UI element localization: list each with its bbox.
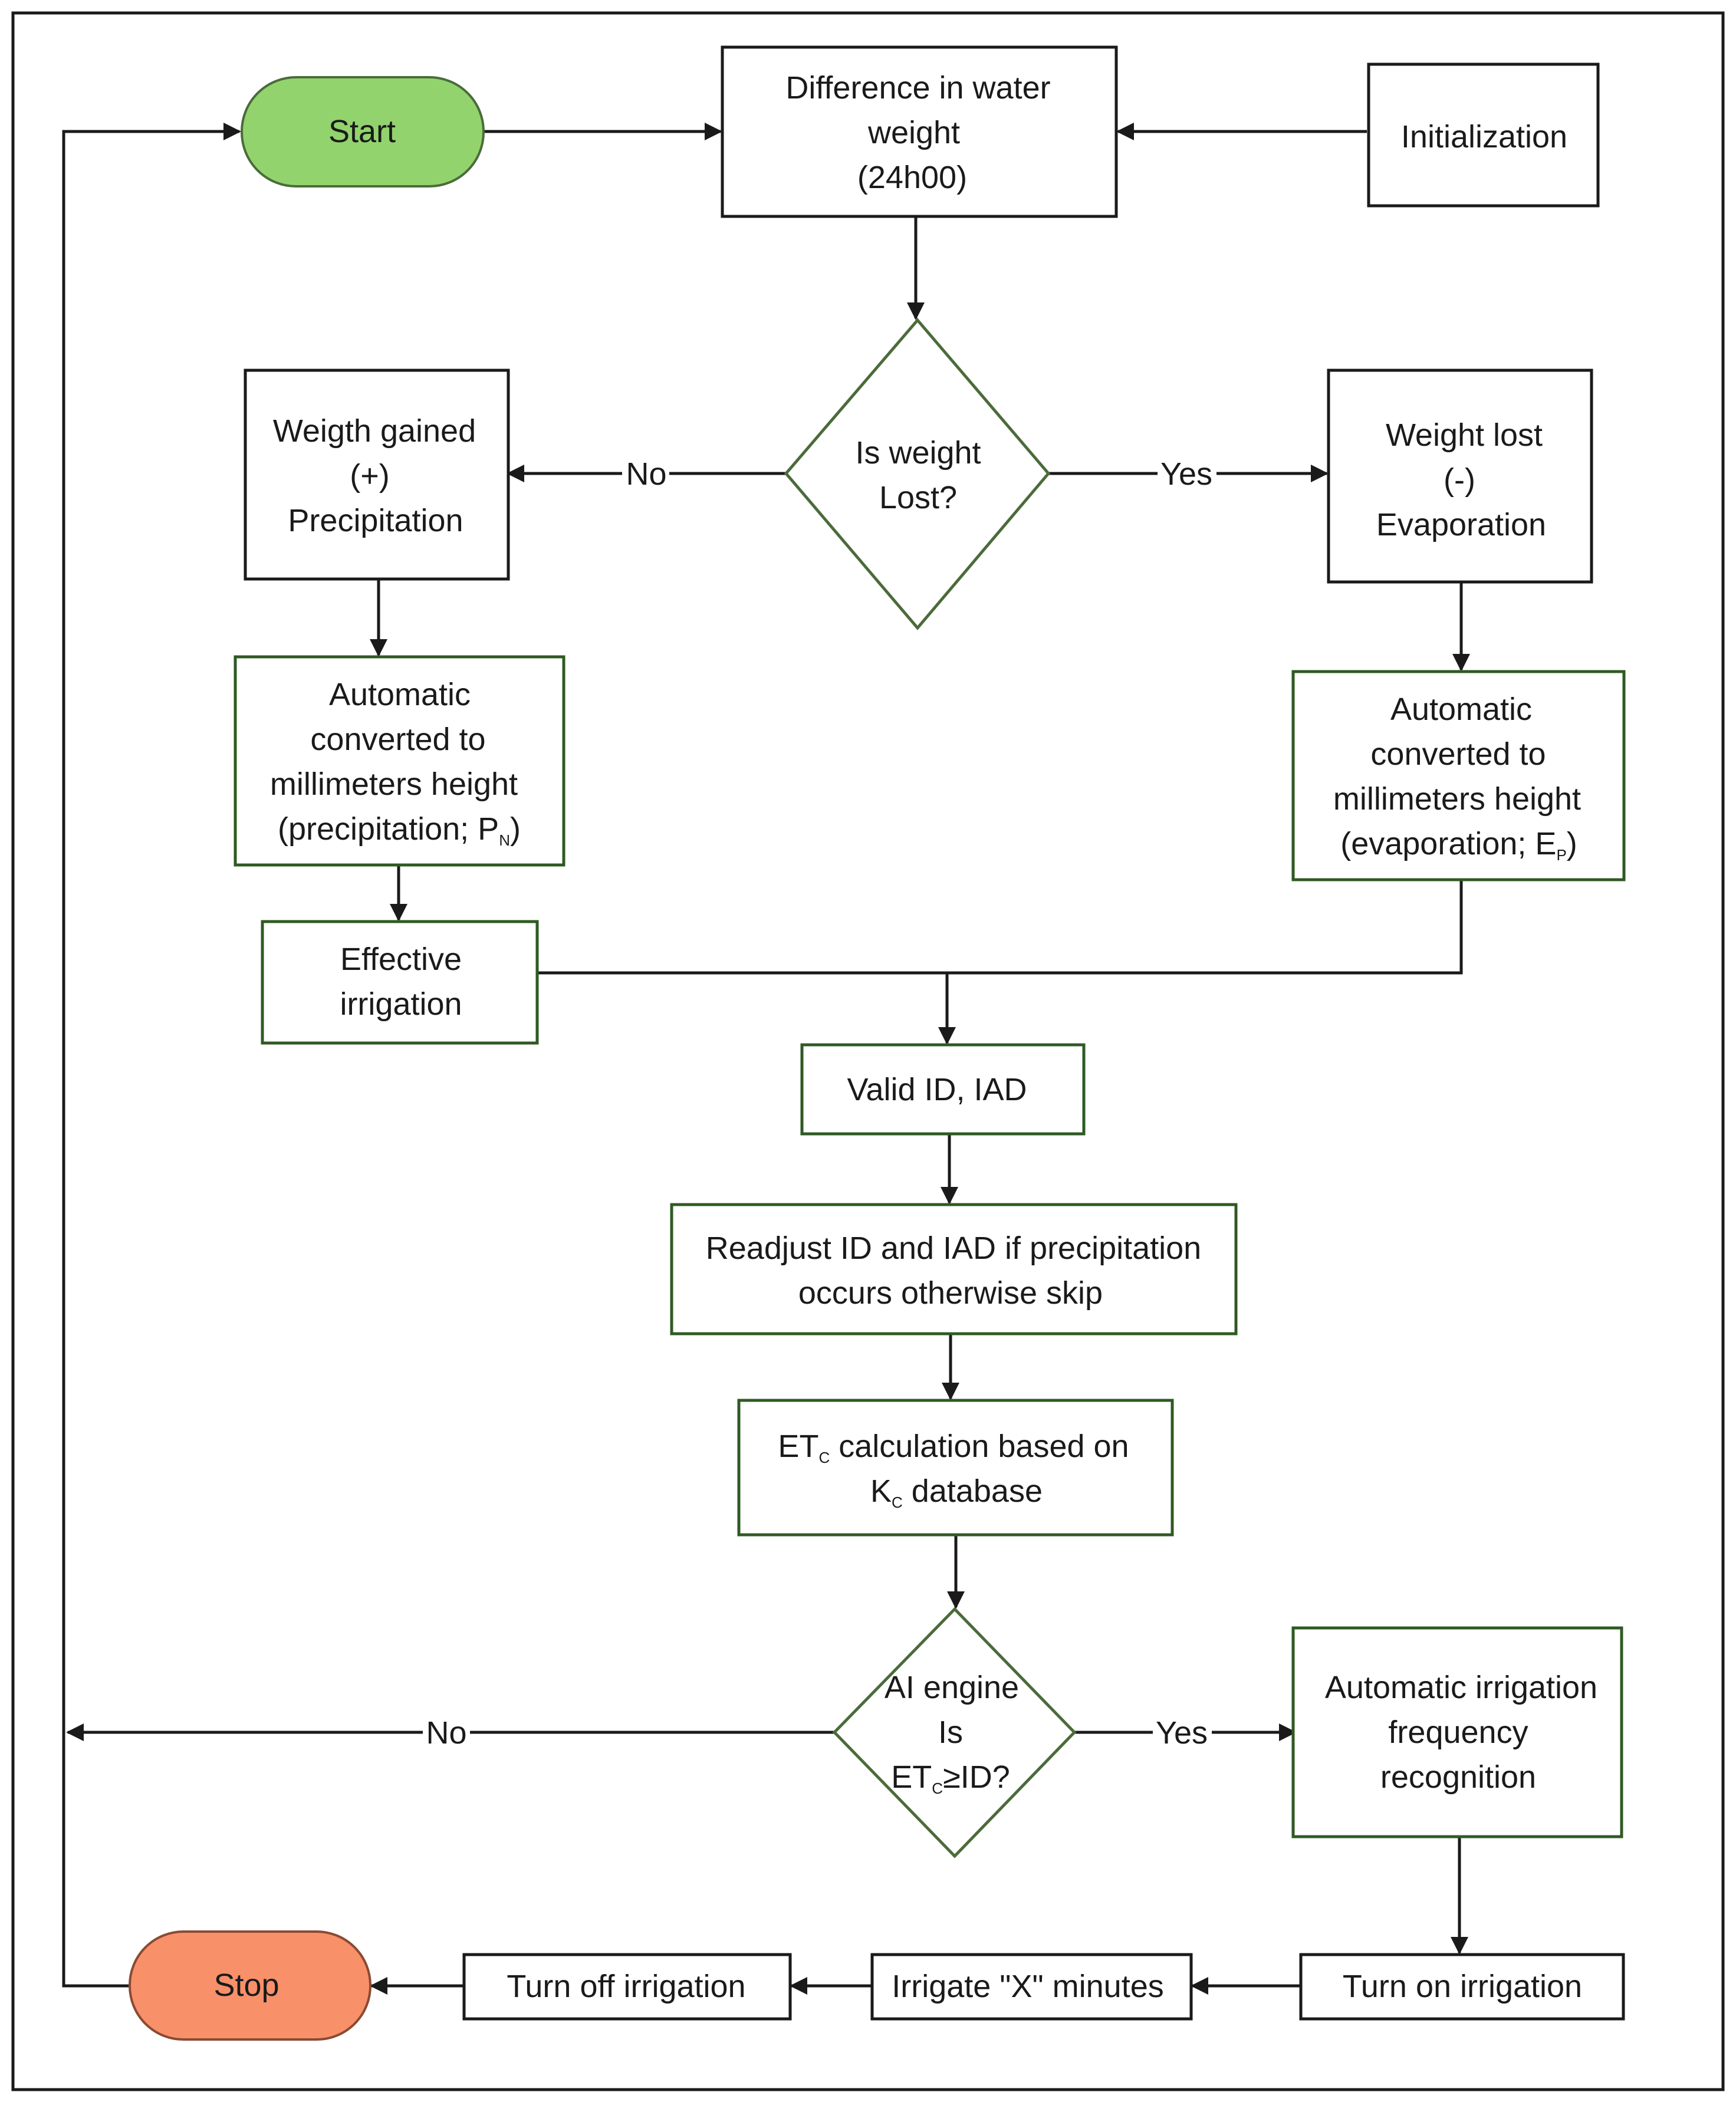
- weight-lost-box: Weight lost (-) Evaporation: [1327, 369, 1593, 584]
- edge-label-no-top: No: [626, 456, 666, 492]
- turn-on-irrigation-box: Turn on irrigation: [1299, 1953, 1625, 2021]
- turn-off-label: Turn off irrigation: [507, 1969, 745, 2004]
- initialization-box: Initialization: [1367, 62, 1600, 208]
- difference-in-water-weight-box: Difference in water weight (24h00): [721, 45, 1118, 218]
- start-label: Start: [328, 114, 396, 149]
- turn-on-label: Turn on irrigation: [1343, 1969, 1582, 2004]
- is-weight-lost-diamond: Is weight Lost?: [784, 318, 1051, 630]
- valid-id-iad-label: Valid ID, IAD: [847, 1072, 1027, 1107]
- effective-irrigation-line-2: irrigation: [340, 986, 462, 1022]
- difference-line-3: (24h00): [857, 160, 967, 195]
- auto-convert-precip-line-4: (precipitation; PN): [278, 811, 521, 849]
- edge-label-yes-top: Yes: [1160, 456, 1212, 492]
- auto-convert-precipitation-box: Automatic converted to millimeters heigh…: [234, 655, 565, 867]
- readjust-line-1: Readjust ID and IAD if precipitation: [706, 1231, 1201, 1266]
- ai-engine-line-3: ETC≥ID?: [891, 1759, 1010, 1797]
- weight-lost-line-3: Evaporation: [1376, 507, 1546, 542]
- readjust-line-2: occurs otherwise skip: [798, 1275, 1103, 1311]
- initialization-label: Initialization: [1401, 119, 1567, 154]
- weight-gained-line-2: (+): [350, 458, 390, 494]
- auto-convert-evap-line-2: converted to: [1370, 736, 1546, 772]
- auto-convert-precip-line-2: converted to: [310, 722, 485, 757]
- weight-gained-line-1: Weigth gained: [273, 413, 476, 449]
- auto-convert-evap-line-4: (evaporation; EP): [1340, 826, 1577, 864]
- stop-label: Stop: [213, 1968, 279, 2003]
- edge-evap-to-merge: [947, 880, 1463, 975]
- weight-lost-line-2: (-): [1444, 462, 1475, 498]
- ai-engine-diamond: AI engine Is ETC≥ID?: [832, 1607, 1077, 1858]
- start-node: Start: [241, 76, 485, 187]
- effective-irrigation-box: Effective irrigation: [261, 920, 539, 1045]
- valid-id-iad-box: Valid ID, IAD: [800, 1043, 1086, 1136]
- effective-irrigation-line-1: Effective: [340, 942, 462, 977]
- auto-frequency-box: Automatic irrigation frequency recogniti…: [1291, 1626, 1623, 1838]
- is-weight-lost-line-1: Is weight: [855, 435, 981, 471]
- readjust-box: Readjust ID and IAD if precipitation occ…: [670, 1203, 1238, 1335]
- auto-convert-precip-line-1: Automatic: [329, 677, 471, 712]
- edge-label-yes-bottom: Yes: [1156, 1715, 1208, 1751]
- difference-line-1: Difference in water: [785, 70, 1050, 106]
- weight-gained-box: Weigth gained (+) Precipitation: [244, 369, 510, 581]
- etc-calculation-box: ETC calculation based on KC database: [737, 1399, 1174, 1537]
- irrigate-x-label: Irrigate "X" minutes: [892, 1969, 1164, 2004]
- auto-frequency-line-2: frequency: [1388, 1715, 1528, 1750]
- auto-convert-evap-line-1: Automatic: [1390, 692, 1532, 727]
- irrigate-x-minutes-box: Irrigate "X" minutes: [870, 1953, 1193, 2021]
- turn-off-irrigation-box: Turn off irrigation: [462, 1953, 792, 2021]
- ai-engine-line-1: AI engine: [885, 1670, 1019, 1705]
- weight-lost-line-1: Weight lost: [1386, 417, 1543, 453]
- etc-calc-line-1: ETC calculation based on: [778, 1429, 1129, 1466]
- etc-calc-line-2: KC database: [870, 1473, 1043, 1511]
- edge-labels: No Yes No Yes: [423, 454, 1216, 1751]
- auto-convert-precip-line-3: millimeters height: [270, 767, 518, 802]
- is-weight-lost-line-2: Lost?: [879, 480, 957, 515]
- edge-loop-stop-to-start: [62, 123, 241, 1988]
- auto-frequency-line-3: recognition: [1380, 1759, 1536, 1795]
- outer-frame: [11, 11, 1725, 2091]
- difference-line-2: weight: [867, 115, 960, 150]
- weight-gained-line-3: Precipitation: [288, 503, 463, 538]
- ai-engine-line-2: Is: [938, 1715, 963, 1750]
- edge-label-no-bottom: No: [426, 1715, 466, 1751]
- edge-effective-to-valid: [537, 971, 956, 1045]
- auto-convert-evaporation-box: Automatic converted to millimeters heigh…: [1291, 670, 1626, 881]
- auto-convert-evap-line-3: millimeters height: [1333, 781, 1581, 817]
- auto-frequency-line-1: Automatic irrigation: [1325, 1670, 1597, 1705]
- stop-node: Stop: [129, 1930, 371, 2041]
